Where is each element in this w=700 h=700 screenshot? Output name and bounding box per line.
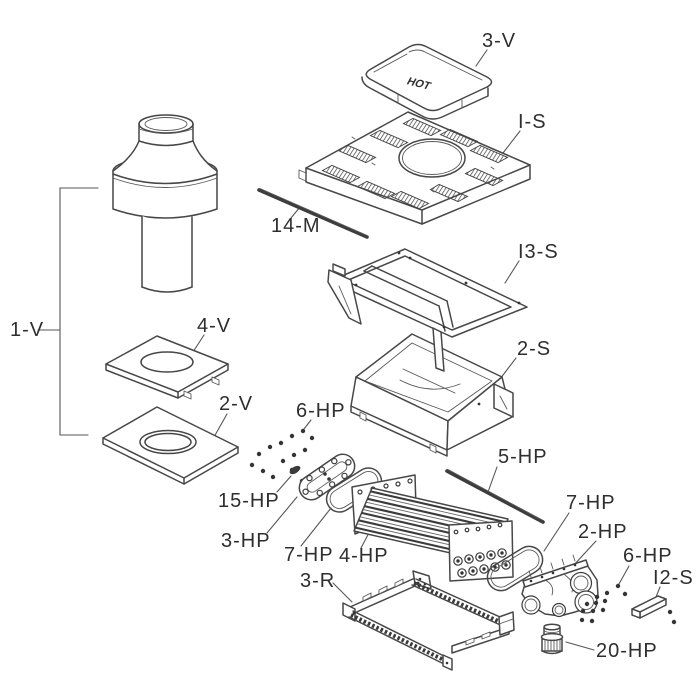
vent-pipe-assembly [112, 114, 218, 293]
vented-top-panel-i-s [298, 111, 531, 225]
part-labels: 3-V I-S 14-M I3-S 2-S 1-V 4-V 2-V 6-HP 1… [10, 30, 694, 662]
gasket-15-hp [289, 465, 301, 475]
label-7-hp-right: 7-HP [566, 492, 616, 514]
heat-exchanger-4-hp [351, 474, 514, 582]
label-2-v: 2-V [219, 393, 253, 415]
label-2-s: 2-S [517, 338, 551, 360]
label-5-hp: 5-HP [498, 446, 548, 468]
base-rails-3-r [342, 570, 515, 671]
collector-pan-2-s [350, 327, 514, 457]
rod-14-m [257, 188, 369, 239]
label-15-hp: 15-HP [218, 490, 280, 512]
lid-marking-text: HOT [405, 76, 433, 92]
support-frame-i3-s [327, 248, 528, 338]
label-20-hp: 20-HP [596, 640, 658, 662]
label-i-s: I-S [518, 111, 547, 133]
drain-plug-20-hp [540, 623, 564, 655]
screw-set-6-hp-left [249, 428, 315, 484]
label-4-v: 4-V [197, 315, 231, 337]
bracket-1-v [37, 187, 99, 436]
label-i2-s: I2-S [653, 567, 694, 589]
frame-post [432, 327, 445, 372]
label-3-r: 3-R [300, 570, 335, 592]
label-3-hp: 3-HP [221, 530, 271, 552]
label-7-hp-left: 7-HP [284, 544, 334, 566]
label-2-hp: 2-HP [578, 521, 628, 543]
clip-bracket-i2-s [631, 595, 667, 619]
manifold-2-hp [521, 554, 599, 618]
callout-leader-lines [192, 49, 661, 651]
label-6-hp-right: 6-HP [623, 545, 673, 567]
label-3-v: 3-V [482, 30, 516, 52]
screw-set-6-hp-right [579, 583, 677, 625]
rod-5-hp [445, 469, 545, 524]
label-14-m: 14-M [271, 215, 321, 237]
label-4-hp: 4-HP [339, 545, 389, 567]
plate-2-v [102, 406, 239, 485]
lid-3-v: HOT [361, 43, 493, 120]
label-1-v: 1-V [10, 319, 44, 341]
label-6-hp-left: 6-HP [296, 400, 346, 422]
gasket-7-hp-right [486, 545, 544, 592]
plate-4-v [105, 335, 229, 400]
label-i3-s: I3-S [518, 241, 559, 263]
